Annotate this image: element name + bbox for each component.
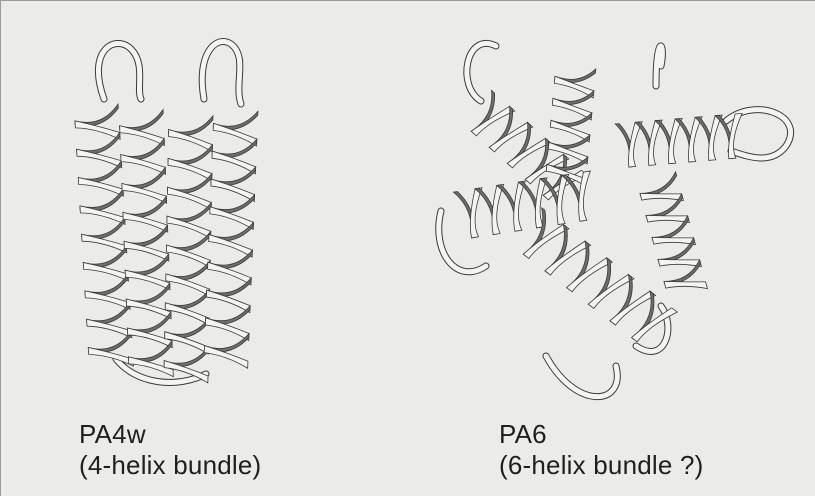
pa4w-structure-image: [56, 29, 271, 409]
pa6-label: PA6: [499, 419, 704, 450]
pa6-caption: PA6 (6-helix bundle ?): [499, 419, 704, 481]
pa6-subtitle: (6-helix bundle ?): [499, 450, 704, 481]
pa6-structure-image: [426, 26, 806, 421]
pa4w-subtitle: (4-helix bundle): [79, 450, 261, 481]
helix-r6: [640, 172, 707, 289]
helix-r3: [615, 113, 742, 167]
6-helix-bundle-ribbon-icon: [426, 26, 806, 421]
helix-r5: [523, 208, 677, 342]
helix-r2: [546, 69, 595, 186]
helix-loop-r4: [439, 211, 486, 272]
pa4w-caption: PA4w (4-helix bundle): [79, 419, 261, 481]
4-helix-bundle-ribbon-icon: [56, 29, 271, 409]
helix-a: [75, 104, 134, 366]
helix-r4: [453, 171, 590, 238]
pa4w-label: PA4w: [79, 419, 261, 450]
